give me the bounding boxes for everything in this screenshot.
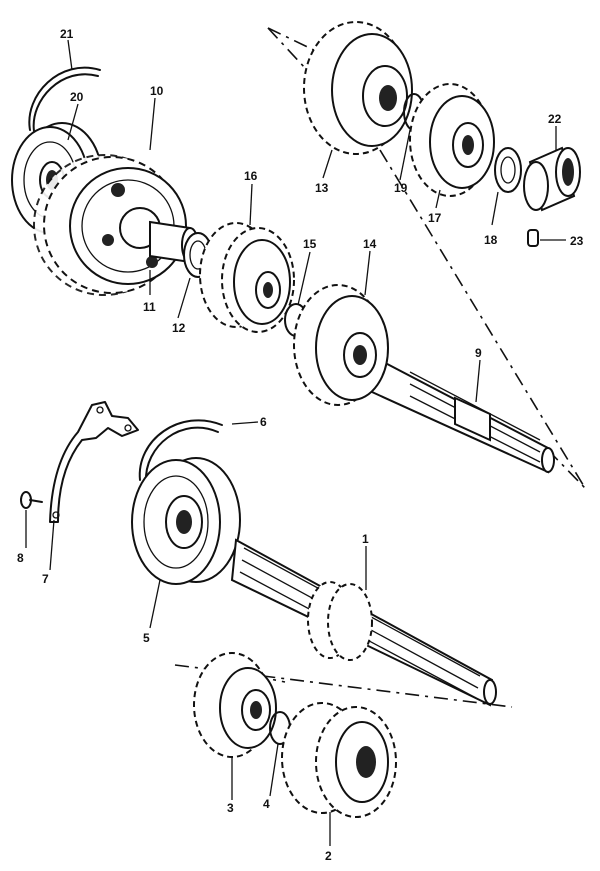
label-13: 13 [315, 181, 329, 195]
gear-10 [33, 154, 187, 296]
label-22: 22 [548, 112, 562, 126]
c-ring-21 [28, 66, 101, 132]
label-15: 15 [303, 237, 317, 251]
label-18: 18 [484, 233, 498, 247]
pin-23 [527, 229, 539, 247]
label-12: 12 [172, 321, 186, 335]
label-1: 1 [362, 532, 369, 546]
driveshaft-9 [368, 353, 555, 474]
label-10: 10 [150, 84, 164, 98]
label-11: 11 [143, 300, 156, 314]
label-4: 4 [263, 797, 270, 811]
c-ring-6 [138, 419, 223, 483]
part-labels: 21 20 10 11 12 16 15 14 9 13 19 17 18 22… [17, 27, 584, 863]
countershaft-1 [230, 538, 497, 707]
gear-3 [193, 652, 277, 758]
label-17: 17 [428, 211, 442, 225]
gear-17 [409, 83, 495, 197]
label-14: 14 [363, 237, 377, 251]
label-5: 5 [143, 631, 150, 645]
gear-16 [199, 222, 295, 333]
gear-13 [303, 21, 413, 155]
label-23: 23 [570, 234, 584, 248]
label-3: 3 [227, 801, 234, 815]
screw-8 [20, 491, 43, 509]
needle-bearing-22 [523, 146, 581, 212]
bearing-retainer-7 [49, 401, 139, 523]
gear-14 [293, 284, 389, 406]
label-16: 16 [244, 169, 258, 183]
leader-lines [25, 39, 566, 846]
label-9: 9 [475, 346, 482, 360]
washer-18 [494, 147, 522, 193]
label-20: 20 [70, 90, 84, 104]
label-2: 2 [325, 849, 332, 863]
label-19: 19 [394, 181, 408, 195]
label-6: 6 [260, 415, 267, 429]
bearing-5 [131, 457, 241, 585]
label-7: 7 [42, 572, 49, 586]
gear-2 [281, 702, 397, 818]
label-21: 21 [60, 27, 74, 41]
label-8: 8 [17, 551, 24, 565]
